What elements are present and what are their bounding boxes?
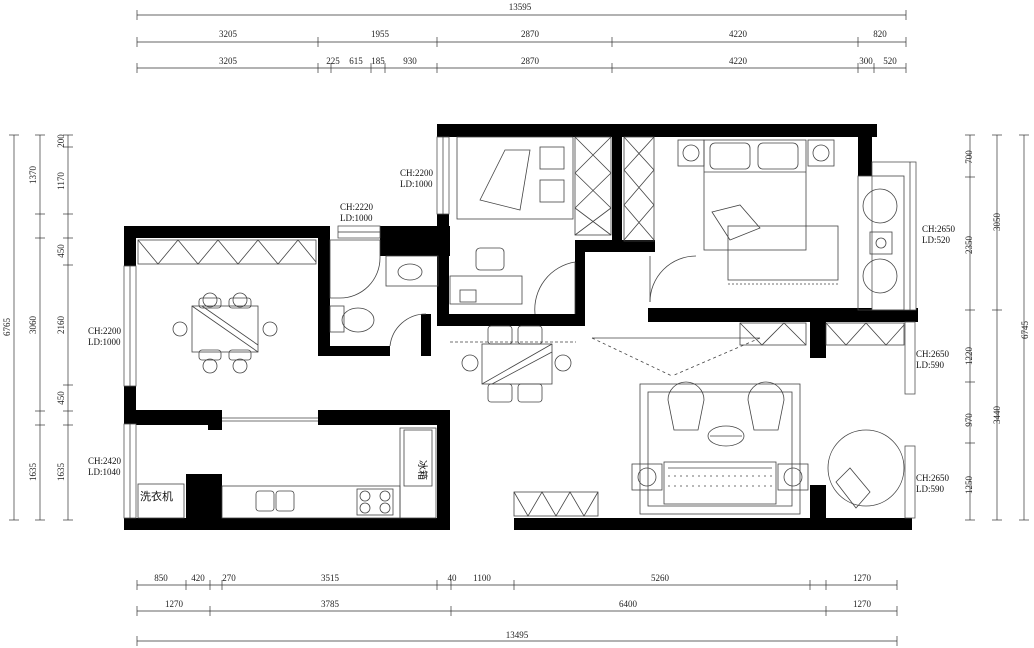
win-label-7-ld: LD:590 — [916, 484, 944, 494]
left-dimensions: 6765 1370 3060 1635 200 1170 450 2160 45… — [2, 134, 73, 521]
dim-bot-3: 270 — [222, 573, 236, 583]
hallway-cabinet — [739, 322, 905, 346]
washer-label: 洗衣机 — [140, 489, 173, 503]
win-label-4-ch: CH:2420 — [88, 456, 122, 466]
living-room-furniture — [513, 337, 905, 517]
dim-bot-1: 850 — [154, 573, 168, 583]
dim-top-total: 13595 — [509, 2, 532, 12]
win-label-5-ld: LD:520 — [922, 235, 950, 245]
dim-bot-4: 3515 — [321, 573, 340, 583]
window-living-right-1 — [904, 321, 916, 395]
dim-left2-6: 1635 — [56, 463, 66, 482]
walls — [124, 124, 918, 530]
dim-left2-5: 450 — [56, 391, 66, 405]
dim-top-3: 2870 — [521, 29, 540, 39]
win-label-1-ld: LD:1000 — [88, 337, 121, 347]
top-dimensions: 13595 3205 1955 2870 4220 820 3205 225 6… — [136, 2, 907, 73]
dim-top-5: 820 — [873, 29, 887, 39]
dim-left-3: 1635 — [28, 463, 38, 482]
bay-window-furniture — [857, 175, 905, 311]
dim-top2-6: 2870 — [521, 56, 540, 66]
dim-right-2: 3440 — [992, 406, 1002, 425]
win-label-5-ch: CH:2650 — [922, 224, 956, 234]
win-label-6-ch: CH:2650 — [916, 349, 950, 359]
dim-top2-7: 4220 — [729, 56, 748, 66]
dim-top2-3: 615 — [349, 56, 363, 66]
dim-top-2: 1955 — [371, 29, 390, 39]
dim-left2-4: 2160 — [56, 316, 66, 335]
bathroom-fixtures — [329, 239, 439, 347]
win-label-2-ld: LD:1000 — [340, 213, 373, 223]
dim-bot2-4: 1270 — [853, 599, 872, 609]
dim-bot-7: 5260 — [651, 573, 670, 583]
dining-table-left — [172, 292, 278, 374]
dim-bot2-1: 1270 — [165, 599, 184, 609]
dim-right-1: 3050 — [992, 213, 1002, 232]
dim-right-total: 6745 — [1020, 321, 1030, 340]
dim-bot-5: 40 — [448, 573, 458, 583]
fridge-label: 冰箱 — [416, 460, 429, 480]
dim-right2-1: 700 — [964, 150, 974, 164]
kitchen-counter — [137, 427, 437, 519]
window-labels: CH:2200 LD:1000 CH:2220 LD:1000 CH:2200 … — [88, 168, 956, 494]
dim-right2-3: 1220 — [964, 347, 974, 366]
win-label-3-ld: LD:1000 — [400, 179, 433, 189]
dim-top2-5: 930 — [403, 56, 417, 66]
dining-table-center — [450, 325, 576, 403]
win-label-3-ch: CH:2200 — [400, 168, 434, 178]
window-bay-bedroom — [871, 161, 917, 311]
dim-top-4: 4220 — [729, 29, 748, 39]
dim-left-2: 3060 — [28, 316, 38, 335]
dim-top2-4: 185 — [371, 56, 385, 66]
right-dimensions: 6745 3050 3440 700 2350 1220 970 1250 — [964, 134, 1030, 521]
dim-bot-6: 1100 — [473, 573, 491, 583]
dim-left-total: 6765 — [2, 318, 12, 337]
dim-bot-total: 13495 — [506, 630, 529, 640]
window-living-right-2 — [904, 445, 916, 519]
dim-bot2-2: 3785 — [321, 599, 340, 609]
dim-left-1: 1370 — [28, 166, 38, 185]
dim-top-1: 3205 — [219, 29, 238, 39]
win-label-1-ch: CH:2200 — [88, 326, 122, 336]
dim-top2-2: 225 — [326, 56, 340, 66]
dim-left2-1: 200 — [56, 134, 66, 148]
dim-bot2-3: 6400 — [619, 599, 638, 609]
dim-right2-4: 970 — [964, 413, 974, 427]
dim-bot-8: 1270 — [853, 573, 872, 583]
win-label-7-ch: CH:2650 — [916, 473, 950, 483]
windows — [123, 136, 917, 519]
dim-right2-2: 2350 — [964, 236, 974, 255]
dim-left2-2: 1170 — [56, 172, 66, 190]
win-label-6-ld: LD:590 — [916, 360, 944, 370]
dim-bot-2: 420 — [191, 573, 205, 583]
dim-left2-3: 450 — [56, 244, 66, 258]
wardrobe-left — [137, 239, 317, 265]
dim-top2-1: 3205 — [219, 56, 238, 66]
dim-top2-9: 520 — [883, 56, 897, 66]
study-furniture — [449, 136, 612, 315]
win-label-4-ld: LD:1040 — [88, 467, 121, 477]
win-label-2-ch: CH:2220 — [340, 202, 374, 212]
kitchen-partition — [222, 417, 318, 422]
dim-top2-8: 300 — [859, 56, 873, 66]
dim-right2-5: 1250 — [964, 476, 974, 495]
bedroom-furniture — [623, 136, 839, 303]
bottom-dimensions: 850 420 270 3515 40 1100 5260 1270 1270 … — [136, 573, 898, 646]
